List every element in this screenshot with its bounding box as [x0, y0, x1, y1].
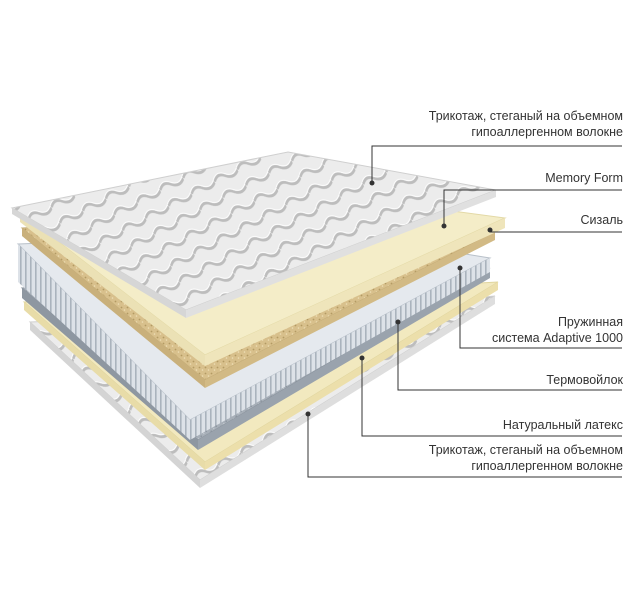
label-top-cover-line1: Трикотаж, стеганый на объемном — [428, 109, 623, 123]
label-thermofelt: Термовойлок — [546, 373, 623, 387]
top-cover-layer — [10, 151, 498, 318]
leader-memory-form — [443, 189, 622, 226]
leader-springs — [459, 268, 622, 349]
label-sisal: Сизаль — [580, 213, 624, 227]
label-bottom-cover-line2: гипоаллергенном волокне — [471, 459, 623, 473]
leader-dots — [305, 180, 493, 417]
label-latex: Натуральный латекс — [502, 418, 623, 432]
label-top-cover: Трикотаж, стеганый на объемном гипоаллер… — [429, 108, 623, 140]
label-springs: Пружинная система Adaptive 1000 — [492, 314, 623, 346]
label-bottom-cover: Трикотаж, стеганый на объемном гипоаллер… — [429, 442, 623, 474]
label-springs-line1: Пружинная — [557, 315, 623, 329]
leader-top-cover — [371, 145, 622, 183]
label-memory-form: Memory Form — [545, 171, 623, 185]
leader-sisal — [489, 230, 622, 233]
leader-latex — [361, 358, 622, 437]
label-bottom-cover-line1: Трикотаж, стеганый на объемном — [428, 443, 623, 457]
leader-bottom-cover — [307, 414, 622, 478]
leader-thermofelt — [397, 322, 622, 391]
label-springs-line2: система Adaptive 1000 — [492, 331, 623, 345]
label-top-cover-line2: гипоаллергенном волокне — [471, 125, 623, 139]
